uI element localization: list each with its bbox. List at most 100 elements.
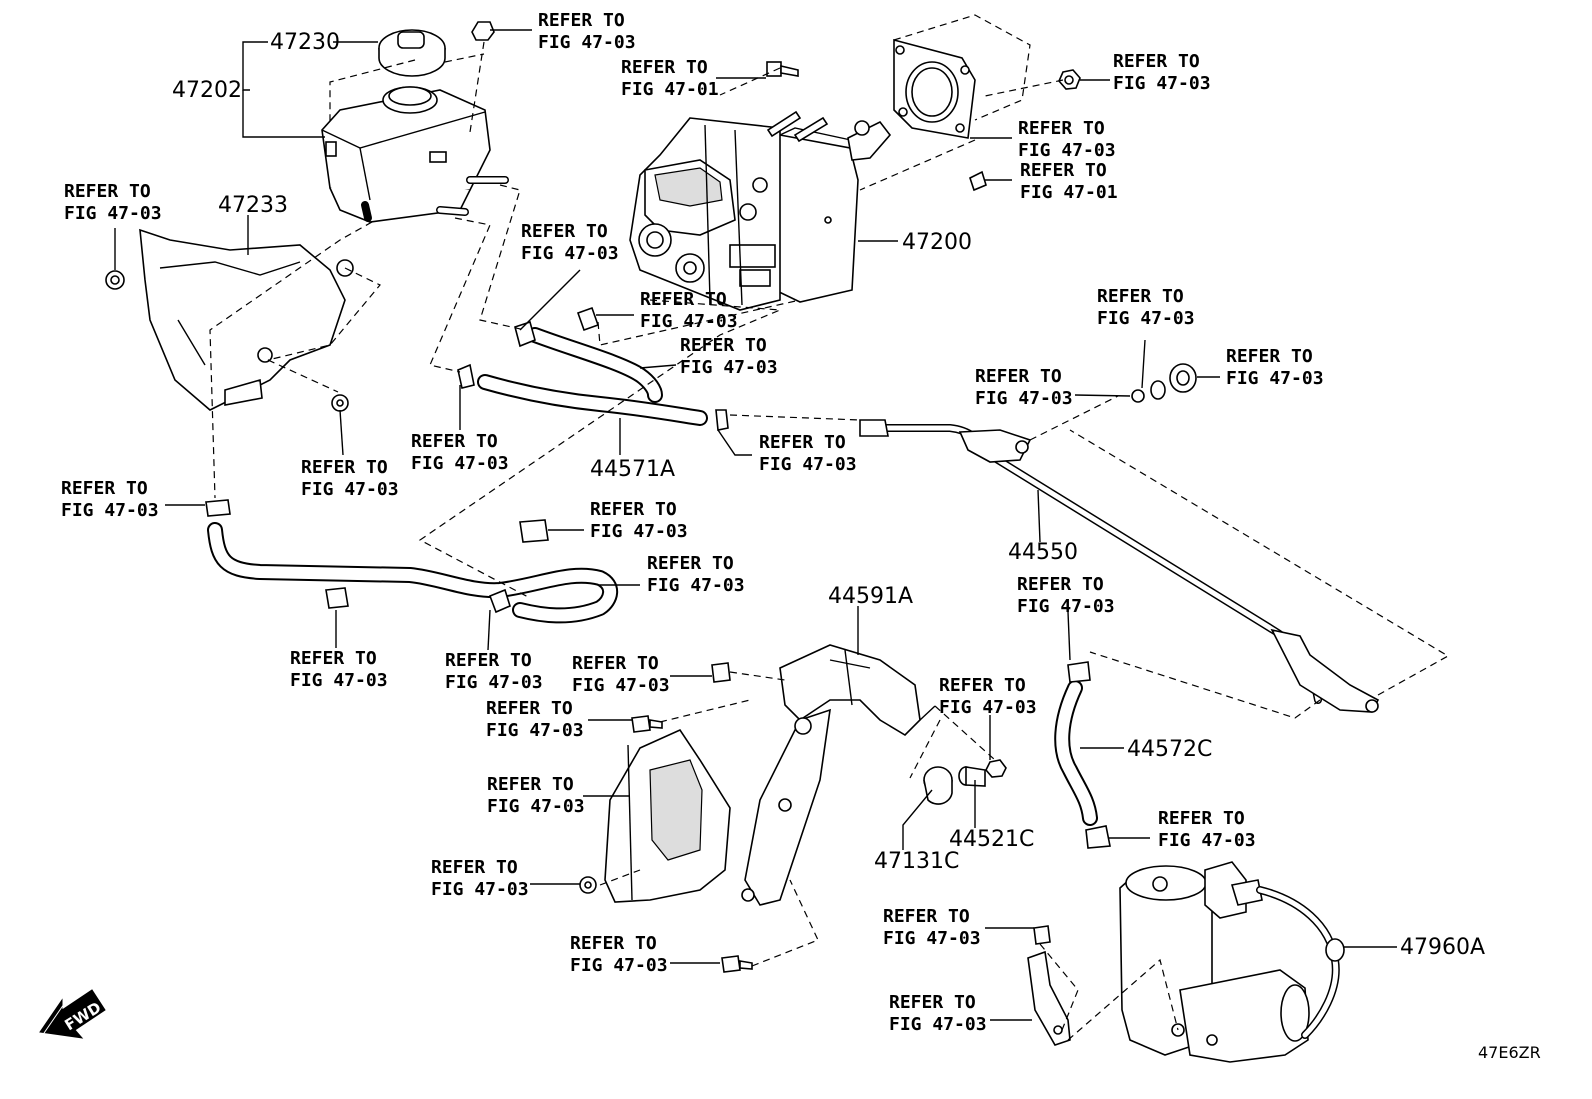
pump-motor-47960A xyxy=(1119,861,1345,1063)
ref-label-line2: FIG 47-03 xyxy=(1158,830,1256,851)
ref-label-line1: REFER TO xyxy=(521,221,608,242)
ref-label-line2: FIG 47-03 xyxy=(939,697,1037,718)
part-44550: 44550 xyxy=(1008,540,1078,565)
ref-label-line2: FIG 47-03 xyxy=(975,388,1073,409)
brake-actuator-assembly xyxy=(629,117,892,311)
part-number-labels: 47230 47202 47233 47200 44571A 44550 445… xyxy=(172,30,1485,960)
cushion-47131C xyxy=(923,766,953,805)
ref-label-line1: REFER TO xyxy=(1226,346,1313,367)
ref-label-line2: FIG 47-03 xyxy=(572,675,670,696)
nut-icon xyxy=(471,21,495,41)
reservoir-tank xyxy=(321,86,509,223)
ref-label-line1: REFER TO xyxy=(1097,286,1184,307)
ref-label-line2: FIG 47-03 xyxy=(538,32,636,53)
hose-clip-icon xyxy=(1067,661,1111,849)
part-44591A: 44591A xyxy=(828,584,913,609)
ref-label-line1: REFER TO xyxy=(64,181,151,202)
ref-label-line1: REFER TO xyxy=(301,457,388,478)
hose-clip-icon xyxy=(457,306,729,431)
part-47202: 47202 xyxy=(172,78,242,103)
clip-icon xyxy=(711,662,731,683)
nut-icon xyxy=(105,270,125,290)
ref-label-line1: REFER TO xyxy=(640,289,727,310)
gasket-plate xyxy=(893,38,976,139)
bolt-icon xyxy=(631,715,663,733)
reservoir-cap xyxy=(378,29,446,77)
part-47960A: 47960A xyxy=(1400,935,1485,960)
ref-label-line2: FIG 47-03 xyxy=(1113,73,1211,94)
ref-label-line2: FIG 47-03 xyxy=(640,311,738,332)
ref-label-line1: REFER TO xyxy=(431,857,518,878)
ref-label-line1: REFER TO xyxy=(1113,51,1200,72)
bolt-icon xyxy=(766,61,799,77)
ref-label-line2: FIG 47-03 xyxy=(759,454,857,475)
leader-lines xyxy=(114,29,1397,1021)
ref-label-line2: FIG 47-03 xyxy=(647,575,745,596)
collar-44521C xyxy=(958,766,986,787)
ref-label-line2: FIG 47-03 xyxy=(889,1014,987,1035)
grommet-icon xyxy=(1131,363,1197,403)
bolt-icon xyxy=(1033,925,1051,945)
stud-bolt-icon xyxy=(766,110,829,143)
ref-label-line1: REFER TO xyxy=(939,675,1026,696)
part-44521C: 44521C xyxy=(949,827,1034,852)
nut-icon xyxy=(331,394,349,412)
ref-label-line2: FIG 47-03 xyxy=(411,453,509,474)
ref-label-line1: REFER TO xyxy=(759,432,846,453)
part-47233: 47233 xyxy=(218,193,288,218)
ref-label-line1: REFER TO xyxy=(621,57,708,78)
ref-label-line1: REFER TO xyxy=(1018,118,1105,139)
ref-label-line1: REFER TO xyxy=(61,478,148,499)
ref-label-line2: FIG 47-03 xyxy=(487,796,585,817)
ref-label-line2: FIG 47-03 xyxy=(445,672,543,693)
ref-label-line2: FIG 47-03 xyxy=(486,720,584,741)
ref-label-line1: REFER TO xyxy=(975,366,1062,387)
part-47131C: 47131C xyxy=(874,849,959,874)
protector-plate xyxy=(604,728,731,903)
hose-44571A xyxy=(477,374,708,426)
ref-label-line2: FIG 47-03 xyxy=(1017,596,1115,617)
ref-label-line1: REFER TO xyxy=(647,553,734,574)
nut-icon xyxy=(579,876,597,894)
hose-clip-icon xyxy=(205,499,511,614)
diagram-code: 47E6ZR xyxy=(1478,1043,1541,1062)
ref-label-line2: FIG 47-03 xyxy=(431,879,529,900)
bracket-44591A xyxy=(741,644,921,906)
ref-label-line1: REFER TO xyxy=(1158,808,1245,829)
bolt-icon xyxy=(721,955,753,973)
ref-label-line1: REFER TO xyxy=(883,906,970,927)
ref-label-line1: REFER TO xyxy=(1017,574,1104,595)
ref-label-line1: REFER TO xyxy=(680,335,767,356)
ref-label-line2: FIG 47-01 xyxy=(621,79,719,100)
ref-label-line1: REFER TO xyxy=(590,499,677,520)
part-44572C: 44572C xyxy=(1127,737,1212,762)
ref-label-line2: FIG 47-03 xyxy=(301,479,399,500)
clamp-icon xyxy=(325,519,549,609)
clip-icon xyxy=(969,170,987,192)
ref-label-line2: FIG 47-03 xyxy=(680,357,778,378)
ref-label-line2: FIG 47-03 xyxy=(883,928,981,949)
hose-44572C xyxy=(1054,680,1098,826)
ref-label-line2: FIG 47-03 xyxy=(1018,140,1116,161)
nut-icon xyxy=(985,759,1007,778)
nut-icon xyxy=(1058,69,1081,90)
pump-bracket xyxy=(1027,950,1071,1046)
brake-pipe-44550 xyxy=(859,419,1380,713)
ref-label-line2: FIG 47-03 xyxy=(590,521,688,542)
part-47200: 47200 xyxy=(902,230,972,255)
fwd-arrow-icon: FWD xyxy=(39,989,106,1039)
ref-label-line2: FIG 47-01 xyxy=(1020,182,1118,203)
ref-label-line1: REFER TO xyxy=(486,698,573,719)
ref-label-line1: REFER TO xyxy=(445,650,532,671)
ref-label-line2: FIG 47-03 xyxy=(521,243,619,264)
ref-label-line1: REFER TO xyxy=(1020,160,1107,181)
part-44571A: 44571A xyxy=(590,457,675,482)
part-47230: 47230 xyxy=(270,30,340,55)
ref-label-line1: REFER TO xyxy=(290,648,377,669)
ref-label-line2: FIG 47-03 xyxy=(290,670,388,691)
ref-label-line1: REFER TO xyxy=(889,992,976,1013)
reservoir-bracket xyxy=(139,228,354,411)
ref-label-line1: REFER TO xyxy=(538,10,625,31)
ref-label-line2: FIG 47-03 xyxy=(61,500,159,521)
